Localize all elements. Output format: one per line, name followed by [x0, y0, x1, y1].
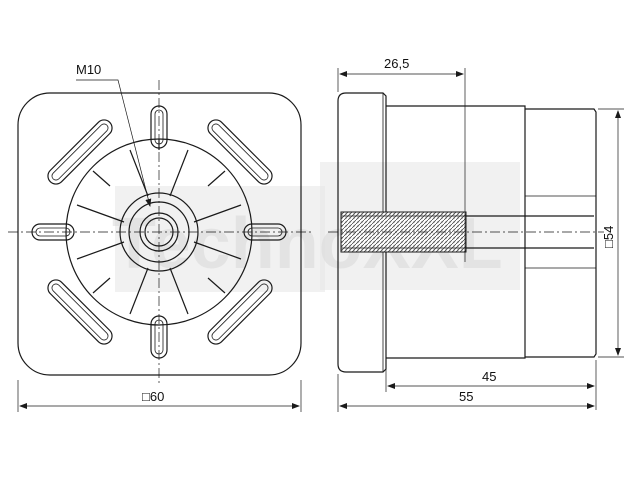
side-view: [328, 92, 604, 373]
dim-height-side: □54: [598, 108, 624, 358]
dim-width-front: □60: [17, 380, 302, 412]
depth-label: 26,5: [384, 56, 409, 71]
length-total-label: 55: [459, 389, 473, 404]
ribs: [76, 139, 242, 315]
height-side-label: □54: [601, 226, 616, 248]
width-front-label: □60: [142, 389, 164, 404]
thread-label: M10: [76, 62, 101, 77]
dim-depth: 26,5: [337, 56, 466, 262]
dim-length-body: 45: [385, 360, 597, 410]
thread-callout: M10: [76, 62, 152, 207]
front-view: [8, 80, 312, 385]
dim-length-total: 55: [337, 374, 595, 412]
length-body-label: 45: [482, 369, 496, 384]
